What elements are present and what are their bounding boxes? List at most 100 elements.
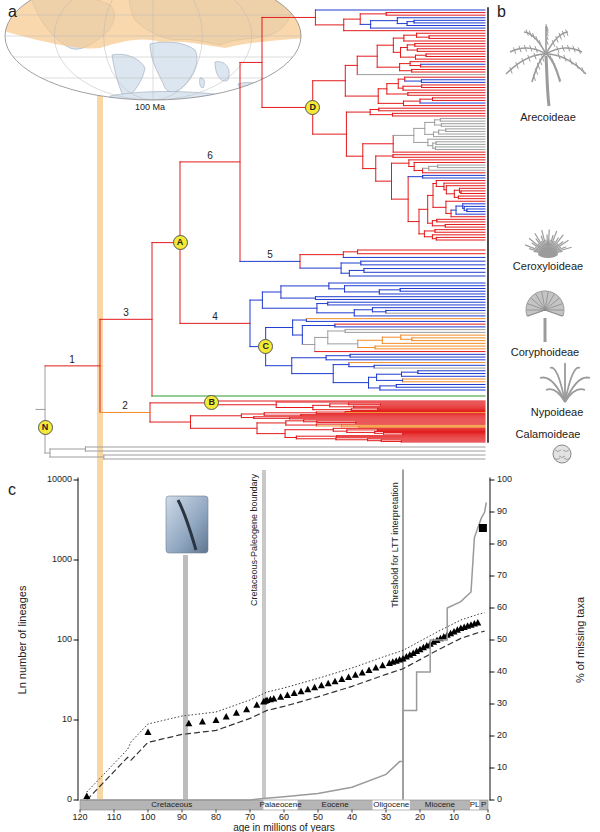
- epoch-band: [479, 800, 488, 810]
- tree-branch: [414, 128, 425, 129]
- tree-branch: [262, 17, 315, 18]
- axis-tick: [250, 810, 251, 812]
- continent: [150, 42, 197, 92]
- ltt-triangle: [243, 706, 250, 713]
- nypa-frond: [565, 389, 585, 402]
- tree-branch: [421, 82, 485, 83]
- ltt-triangle: [277, 693, 284, 700]
- palm-leaflet: [536, 69, 538, 75]
- tree-branch: [330, 406, 354, 407]
- tree-branch: [440, 121, 485, 122]
- tree-branch: [281, 298, 316, 299]
- tree-branch: [317, 312, 354, 313]
- palm-leaflet: [557, 47, 559, 53]
- axis-tick: [490, 544, 494, 545]
- tree-branch: [426, 56, 485, 57]
- tree-branch: [377, 429, 485, 430]
- boundary-label: Cretaceous-Paleogene boundary: [250, 474, 260, 606]
- tree-branch: [402, 372, 418, 373]
- tree-branch: [335, 326, 485, 327]
- tree-branch: [341, 426, 358, 427]
- tree-branch: [326, 359, 485, 360]
- tree-branch: [374, 365, 485, 366]
- tree-branch: [436, 180, 485, 181]
- tree-branch: [377, 45, 393, 46]
- tree-branch: [446, 128, 485, 129]
- parallel: [0, 57, 310, 58]
- tick-label: 40: [497, 667, 507, 677]
- tree-branch: [435, 119, 441, 120]
- tree-branch: [346, 112, 370, 113]
- tree-branch: [425, 134, 434, 135]
- tree-branch: [463, 208, 464, 209]
- tick-label: 90: [497, 507, 507, 517]
- fan-rib: [528, 304, 545, 310]
- tree-branch: [358, 250, 485, 251]
- fan-rib: [527, 310, 545, 311]
- tree-branch: [341, 425, 485, 426]
- tree-branch: [378, 409, 485, 410]
- ltt-triangle: [372, 664, 379, 671]
- tree-branch: [432, 238, 436, 239]
- tree-branch: [380, 390, 485, 391]
- tree-branch: [378, 408, 485, 409]
- tree-branch: [276, 407, 313, 408]
- tree-branch: [315, 351, 485, 352]
- tree-branch: [425, 122, 435, 123]
- tree-branch: [429, 166, 438, 167]
- epoch-band: [470, 800, 479, 810]
- tick-label: 100: [497, 475, 512, 485]
- tree-branch: [377, 67, 399, 68]
- globe-outline: [5, 0, 301, 100]
- axis-tick: [74, 800, 78, 801]
- axis-tick: [80, 810, 81, 812]
- tree-branch: [329, 288, 345, 289]
- axis-tick: [490, 704, 494, 705]
- node-letter: C: [262, 342, 269, 351]
- palm-leaflet: [540, 59, 542, 65]
- tree-branch: [337, 436, 485, 437]
- tree-branch: [377, 380, 403, 381]
- tree-branch: [317, 422, 356, 423]
- palm-leaflet: [533, 34, 535, 40]
- tree-branch: [423, 177, 485, 178]
- tree-branch: [257, 433, 285, 434]
- fan-leaf: [526, 291, 564, 316]
- tree-branch: [437, 221, 485, 222]
- tree-branch: [343, 251, 357, 252]
- tree-branch: [315, 299, 485, 300]
- tree-branch: [293, 335, 303, 336]
- tree-branch: [393, 52, 400, 53]
- tree-branch: [446, 201, 485, 202]
- tree-branch: [451, 216, 485, 217]
- tree-branch: [451, 210, 456, 211]
- palm-leaflet: [573, 46, 575, 52]
- tree-branch: [328, 302, 485, 303]
- tree-branch: [316, 413, 485, 414]
- tree-branch: [336, 437, 485, 438]
- palm-leaflet: [550, 56, 552, 62]
- tree-branch: [356, 422, 485, 423]
- palm-leaflet: [510, 68, 512, 74]
- palm-leaflet: [526, 30, 528, 36]
- tree-branch: [433, 97, 485, 98]
- lower-envelope: [87, 631, 485, 800]
- tree-branch: [336, 439, 368, 440]
- tree-branch: [458, 196, 485, 197]
- palm-leaflet: [556, 37, 558, 43]
- tree-branch: [341, 273, 349, 274]
- tree-branch: [361, 261, 485, 262]
- tree-branch: [285, 429, 333, 430]
- palm-leaflet: [534, 53, 536, 59]
- epoch-band: [373, 800, 410, 810]
- tree-branch: [347, 429, 378, 430]
- node-letter: N: [42, 423, 49, 432]
- tick-label: 50: [497, 635, 507, 645]
- epoch-band: [80, 800, 264, 810]
- axis-tick: [490, 800, 494, 801]
- tree-branch: [351, 410, 485, 411]
- tree-branch: [463, 203, 485, 204]
- node-number: 6: [207, 149, 213, 160]
- axis-tick: [216, 810, 217, 812]
